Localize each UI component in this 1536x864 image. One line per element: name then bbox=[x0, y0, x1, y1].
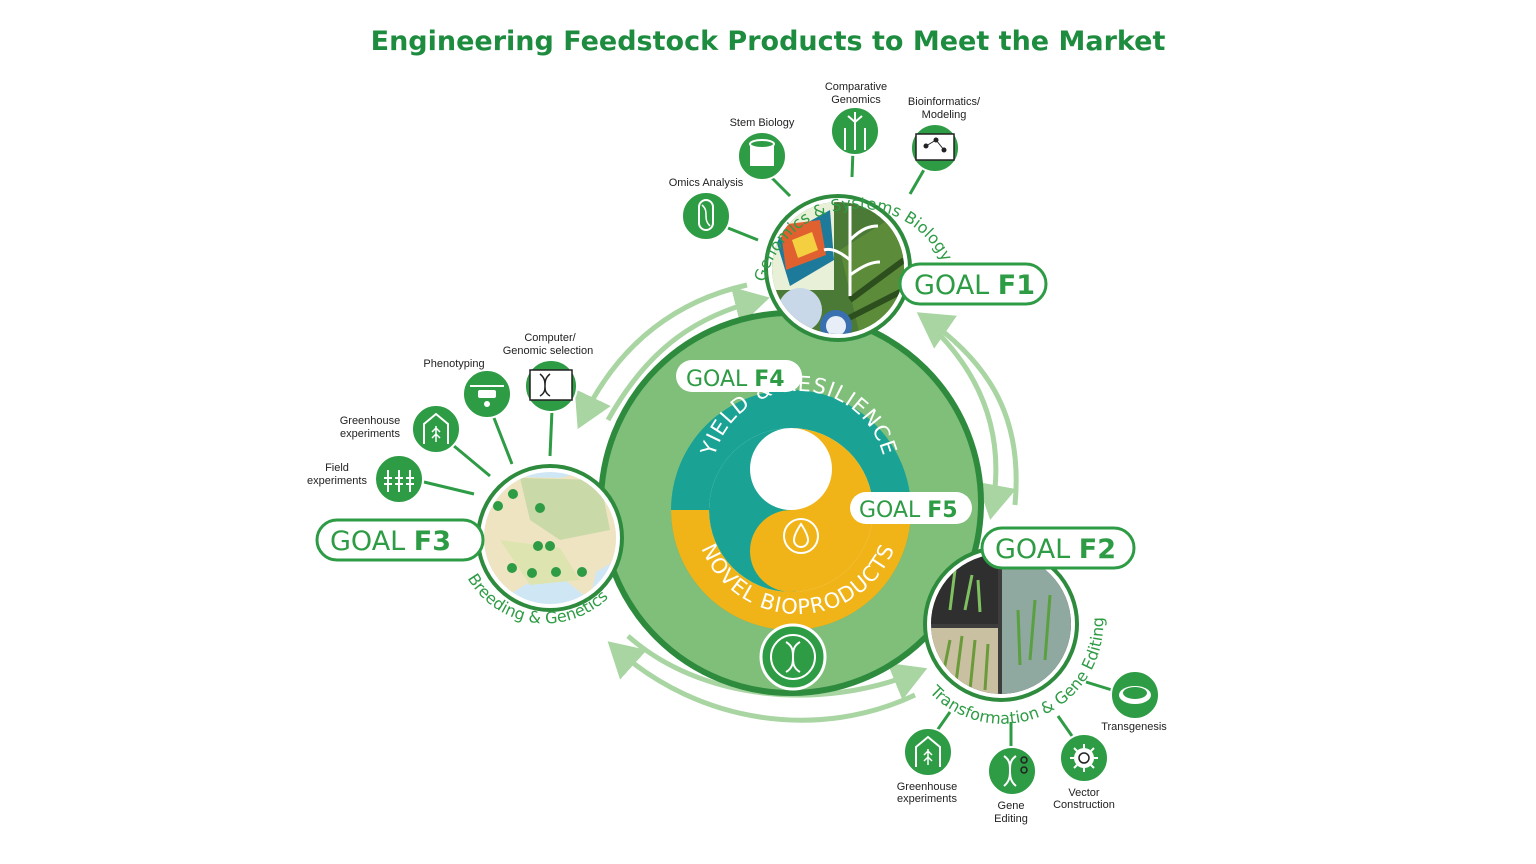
svg-text:GOAL F1: GOAL F1 bbox=[914, 270, 1035, 301]
f3-connectors bbox=[423, 409, 554, 496]
goal-f3-badge: GOAL F3 bbox=[315, 518, 485, 562]
f2-greenhouse-label-2: experiments bbox=[897, 793, 957, 805]
omics-tube-icon bbox=[681, 191, 731, 241]
gene-editing-label-2: Editing bbox=[994, 813, 1028, 825]
field-label-1: Field bbox=[325, 462, 349, 474]
computer-dna-icon bbox=[524, 359, 578, 413]
f2-greenhouse-icon bbox=[903, 727, 953, 777]
stem-roll-icon bbox=[737, 131, 787, 181]
greenhouse-label-1: Greenhouse bbox=[340, 415, 401, 427]
bioinformatics-label-1: Bioinformatics/ bbox=[908, 96, 981, 108]
svg-text:GOAL F4: GOAL F4 bbox=[686, 367, 785, 392]
comparative-genomics-icon bbox=[830, 106, 880, 156]
stem-biology-label: Stem Biology bbox=[730, 117, 795, 129]
vector-label-1: Vector bbox=[1068, 787, 1100, 799]
omics-analysis-label: Omics Analysis bbox=[669, 177, 744, 189]
goal-f3-node: Breeding & Genetics Computer/ Genomic se… bbox=[307, 332, 624, 628]
oil-drop-icon bbox=[783, 518, 819, 554]
drone-icon bbox=[462, 369, 512, 419]
svg-text:GOAL F3: GOAL F3 bbox=[330, 526, 451, 557]
computer-label-2: Genomic selection bbox=[503, 345, 594, 357]
goal-f2-badge: GOAL F2 bbox=[980, 526, 1136, 570]
field-label-2: experiments bbox=[307, 475, 367, 487]
greenhouse-label-2: experiments bbox=[340, 428, 400, 440]
f3-us-map bbox=[484, 472, 616, 604]
field-plants-icon bbox=[374, 454, 424, 504]
arrow-f3-to-f1 bbox=[605, 286, 770, 422]
diagram-title: Engineering Feedstock Products to Meet t… bbox=[370, 26, 1166, 57]
arrow-f1-to-f2 bbox=[933, 328, 1017, 520]
comparative-label-1: Comparative bbox=[825, 81, 887, 93]
comparative-label-2: Genomics bbox=[831, 94, 881, 106]
bioinformatics-label-2: Modeling bbox=[922, 109, 967, 121]
bioinformatics-monitor-icon bbox=[910, 123, 960, 173]
f2-photo-collage bbox=[931, 554, 1071, 694]
svg-text:GOAL F2: GOAL F2 bbox=[995, 534, 1116, 565]
dna-icon bbox=[759, 623, 827, 691]
goal-f2-node: Transformation & Gene Editing Transgenes… bbox=[897, 526, 1167, 825]
petri-dish-icon bbox=[1110, 670, 1160, 720]
svg-text:GOAL F5: GOAL F5 bbox=[859, 498, 958, 523]
goal-f1-node: Genomics & Systems Biology Omics Analysi… bbox=[669, 81, 1048, 342]
arrow-f2-to-f1 bbox=[916, 312, 1019, 506]
arrow-f2-to-f3 bbox=[607, 641, 917, 723]
yang-gold bbox=[750, 428, 873, 592]
leaf-icon bbox=[764, 447, 800, 483]
goal-f1-badge: GOAL F1 bbox=[898, 262, 1048, 306]
f1-photo-collage bbox=[772, 202, 904, 334]
phenotyping-label: Phenotyping bbox=[423, 358, 484, 370]
f2-connectors bbox=[934, 680, 1113, 748]
transgenesis-label: Transgenesis bbox=[1101, 721, 1167, 733]
gene-editing-label-1: Gene bbox=[998, 800, 1025, 812]
arrow-f1-to-f3 bbox=[574, 282, 748, 430]
goal-f4-badge: GOAL F4 bbox=[676, 360, 802, 392]
f2-greenhouse-label-1: Greenhouse bbox=[897, 781, 958, 793]
greenhouse-icon bbox=[411, 404, 461, 454]
gene-scissors-icon bbox=[987, 746, 1037, 796]
vector-label-2: Construction bbox=[1053, 799, 1115, 811]
vector-virus-icon bbox=[1059, 733, 1109, 783]
goal-f5-badge: GOAL F5 bbox=[850, 492, 972, 524]
computer-label-1: Computer/ bbox=[524, 332, 576, 344]
